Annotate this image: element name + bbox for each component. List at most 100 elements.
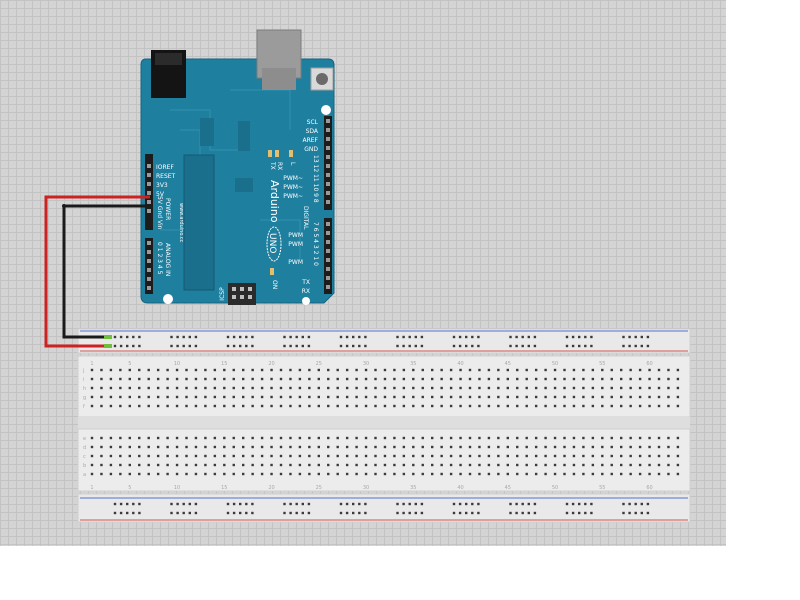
digital-pin-11[interactable] — [326, 173, 330, 177]
breadboard-hole[interactable] — [468, 404, 472, 408]
breadboard-hole[interactable] — [90, 445, 94, 449]
breadboard-hole[interactable] — [440, 463, 443, 467]
breadboard-hole[interactable] — [440, 368, 443, 372]
breadboard-hole[interactable] — [213, 472, 217, 476]
breadboard-hole[interactable] — [396, 502, 399, 506]
breadboard-hole[interactable] — [396, 335, 399, 339]
breadboard-hole[interactable] — [132, 502, 135, 506]
breadboard-hole[interactable] — [100, 445, 103, 449]
breadboard-hole[interactable] — [90, 472, 94, 476]
breadboard-hole[interactable] — [307, 344, 311, 348]
breadboard-hole[interactable] — [308, 463, 311, 467]
breadboard-hole[interactable] — [223, 377, 226, 381]
breadboard-hole[interactable] — [355, 436, 358, 440]
breadboard-hole[interactable] — [676, 454, 680, 458]
breadboard-hole[interactable] — [571, 344, 575, 348]
digital-pin-scl[interactable] — [326, 119, 330, 123]
breadboard-hole[interactable] — [459, 386, 462, 390]
breadboard-hole[interactable] — [393, 436, 396, 440]
breadboard-hole[interactable] — [640, 502, 643, 506]
breadboard-hole[interactable] — [402, 377, 406, 381]
breadboard-hole[interactable] — [534, 436, 538, 440]
breadboard-hole[interactable] — [232, 454, 235, 458]
breadboard-hole[interactable] — [298, 445, 302, 449]
breadboard-hole[interactable] — [582, 472, 585, 476]
breadboard-hole[interactable] — [374, 395, 377, 399]
breadboard-hole[interactable] — [358, 344, 361, 348]
breadboard-hole[interactable] — [242, 454, 245, 458]
breadboard-hole[interactable] — [544, 368, 547, 372]
breadboard-hole[interactable] — [301, 344, 304, 348]
breadboard-hole[interactable] — [355, 395, 358, 399]
breadboard-hole[interactable] — [459, 463, 462, 467]
breadboard-hole[interactable] — [204, 377, 207, 381]
breadboard-hole[interactable] — [147, 445, 150, 449]
breadboard-hole[interactable] — [242, 386, 245, 390]
breadboard-hole[interactable] — [119, 502, 123, 506]
wire-5v[interactable] — [44, 195, 150, 348]
breadboard-hole[interactable] — [301, 335, 304, 339]
breadboard-hole[interactable] — [113, 502, 117, 506]
breadboard-hole[interactable] — [119, 454, 122, 458]
breadboard-hole[interactable] — [339, 511, 343, 515]
wire-gnd[interactable] — [62, 204, 150, 339]
breadboard-hole[interactable] — [374, 386, 377, 390]
breadboard-hole[interactable] — [533, 511, 537, 515]
breadboard-hole[interactable] — [516, 386, 519, 390]
breadboard-hole[interactable] — [634, 511, 637, 515]
breadboard-hole[interactable] — [440, 377, 443, 381]
breadboard-hole[interactable] — [478, 463, 481, 467]
breadboard-hole[interactable] — [345, 377, 349, 381]
breadboard-hole[interactable] — [295, 511, 298, 515]
breadboard-hole[interactable] — [175, 463, 179, 467]
breadboard-hole[interactable] — [525, 445, 528, 449]
breadboard-hole[interactable] — [506, 463, 509, 467]
breadboard-hole[interactable] — [563, 436, 566, 440]
breadboard-hole[interactable] — [620, 395, 623, 399]
breadboard-hole[interactable] — [298, 454, 302, 458]
breadboard-hole[interactable] — [138, 454, 141, 458]
breadboard-hole[interactable] — [421, 445, 424, 449]
breadboard-hole[interactable] — [223, 454, 226, 458]
breadboard-hole[interactable] — [516, 368, 519, 372]
digital-header-pins[interactable] — [326, 119, 330, 289]
breadboard-hole[interactable] — [132, 511, 135, 515]
breadboard-hole[interactable] — [610, 472, 613, 476]
breadboard-hole[interactable] — [525, 404, 528, 408]
power-pin-vin[interactable] — [147, 209, 151, 213]
breadboard-hole[interactable] — [317, 445, 320, 449]
breadboard-hole[interactable] — [646, 511, 650, 515]
breadboard-hole[interactable] — [676, 472, 680, 476]
breadboard-hole[interactable] — [553, 386, 557, 390]
breadboard-hole[interactable] — [487, 404, 491, 408]
digital-pin-2[interactable] — [326, 267, 330, 271]
breadboard-hole[interactable] — [572, 404, 576, 408]
breadboard-hole[interactable] — [364, 344, 367, 348]
breadboard-hole[interactable] — [147, 454, 150, 458]
breadboard-hole[interactable] — [402, 344, 405, 348]
breadboard-hole[interactable] — [260, 454, 264, 458]
breadboard-hole[interactable] — [188, 335, 191, 339]
breadboard-hole[interactable] — [509, 335, 512, 339]
power-pin-gnd[interactable] — [147, 200, 151, 204]
breadboard-hole[interactable] — [100, 404, 103, 408]
breadboard-hole[interactable] — [431, 386, 434, 390]
breadboard-hole[interactable] — [251, 454, 254, 458]
breadboard-hole[interactable] — [468, 454, 472, 458]
breadboard-hole[interactable] — [147, 472, 150, 476]
breadboard-hole[interactable] — [449, 463, 453, 467]
breadboard-hole[interactable] — [553, 395, 557, 399]
breadboard-hole[interactable] — [506, 445, 509, 449]
breadboard-hole[interactable] — [156, 404, 160, 408]
breadboard-hole[interactable] — [251, 335, 254, 339]
breadboard-hole[interactable] — [620, 463, 623, 467]
breadboard-hole[interactable] — [578, 502, 581, 506]
breadboard-hole[interactable] — [336, 454, 339, 458]
breadboard-hole[interactable] — [657, 436, 661, 440]
breadboard-hole[interactable] — [204, 368, 207, 372]
breadboard-hole[interactable] — [515, 344, 518, 348]
breadboard-hole[interactable] — [629, 445, 632, 449]
breadboard-hole[interactable] — [412, 377, 415, 381]
breadboard-holes[interactable] — [90, 335, 680, 515]
breadboard-hole[interactable] — [90, 377, 94, 381]
